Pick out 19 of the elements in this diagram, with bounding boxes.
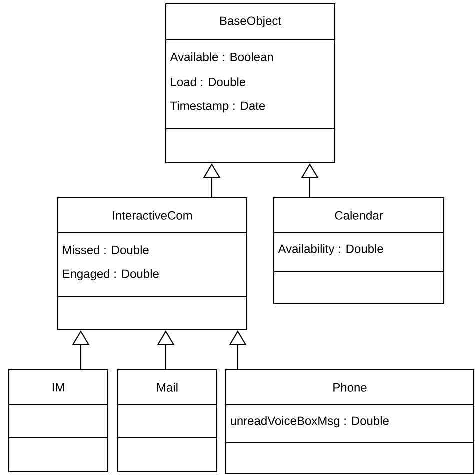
attribute-text: Missed : Double (63, 246, 149, 254)
class-box (117, 369, 218, 473)
class-name: Calendar (335, 211, 384, 220)
attribute-text: Timestamp : Date (170, 101, 266, 113)
class-box (57, 197, 248, 331)
class-name: Phone (334, 383, 367, 392)
attribute-text: Engaged : Double (63, 269, 159, 281)
class-box (225, 369, 475, 475)
attribute-text: Load : Double (171, 78, 246, 86)
class-name: IM (52, 383, 64, 392)
attribute-text: Available : Boolean (170, 52, 274, 62)
class-box (165, 3, 336, 164)
class-box (273, 197, 445, 305)
attribute-text: Availability : Double (278, 244, 384, 256)
class-box (8, 369, 109, 473)
class-name: Mail (157, 383, 178, 392)
class-name: InteractiveCom (113, 211, 192, 220)
class-name: BaseObject (220, 16, 282, 28)
attribute-text: unreadVoiceBoxMsg : Double (231, 416, 389, 428)
